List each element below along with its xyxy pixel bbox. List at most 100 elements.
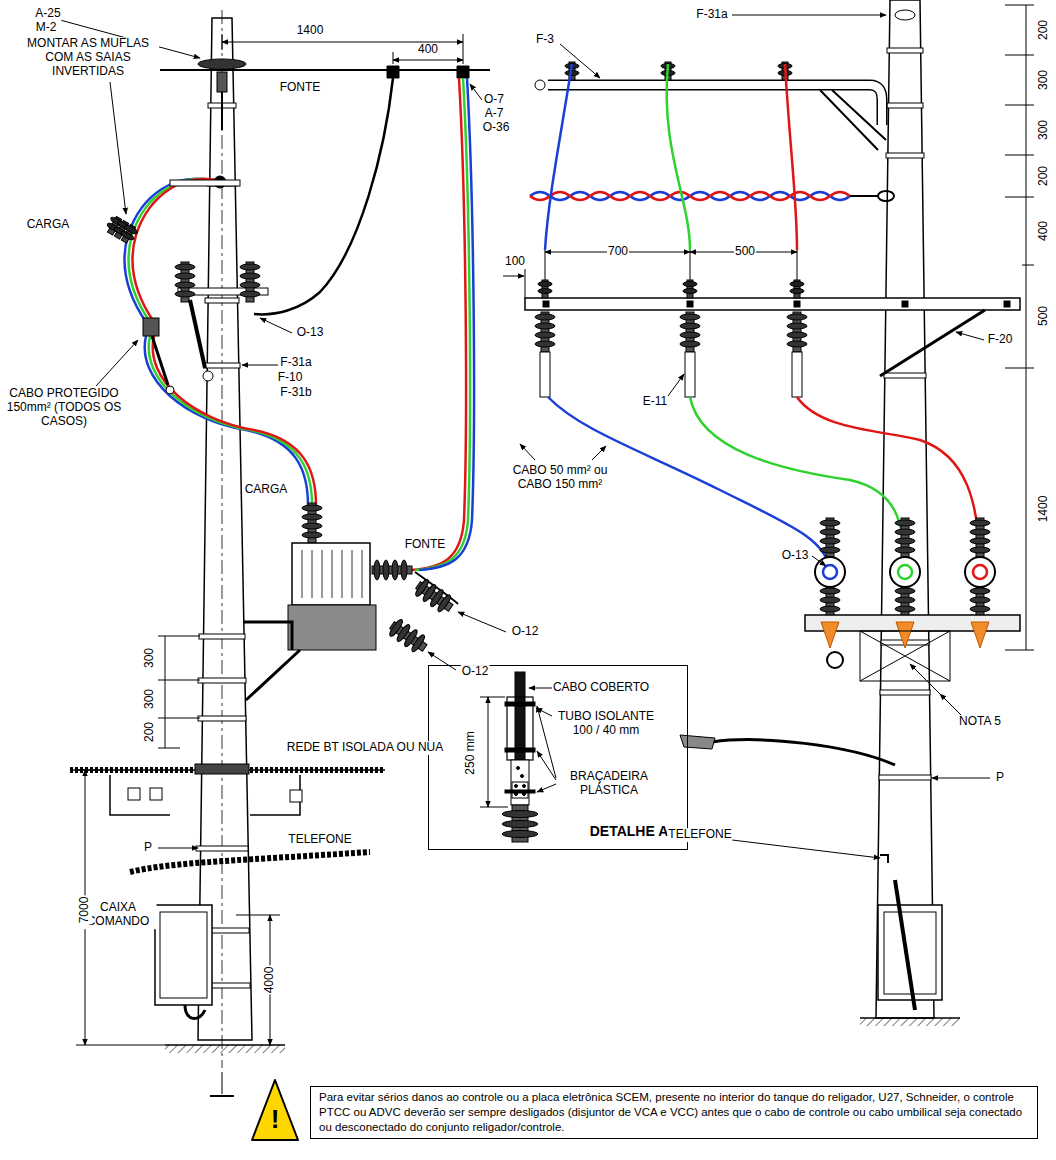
recloser-side: [292, 543, 370, 605]
dimension-text: 100: [504, 255, 526, 269]
warning-triangle: [252, 1080, 298, 1140]
low-voltage-network: [70, 764, 385, 815]
dimension-text: 700: [607, 245, 629, 259]
dimension-text: 400: [1037, 220, 1051, 242]
detail-drawing: [502, 831, 538, 838]
dimension-text: 400: [417, 43, 439, 57]
top-hardware: [221, 92, 223, 130]
main-crossarm: [880, 310, 985, 376]
phase-cable: [690, 397, 905, 572]
top-crossarm: [535, 44, 886, 150]
top-hardware: [198, 59, 246, 69]
telephone-cable: [158, 848, 198, 849]
note-text: REDE BT ISOLADA OU NUA: [286, 741, 445, 755]
pole-band: [204, 363, 240, 368]
fuse-cutout: [175, 262, 195, 302]
source-cable: [415, 78, 470, 570]
dimension-text: 300: [1037, 119, 1051, 141]
right-pole: [884, 373, 926, 378]
dimension-line: [158, 718, 200, 719]
control-box: [185, 1005, 205, 1018]
street-light: [880, 855, 888, 863]
muffle: [96, 340, 138, 386]
part-callout: O-12: [511, 625, 540, 639]
muffle: [104, 215, 139, 246]
recloser-side: [386, 617, 430, 656]
main-crossarm: [683, 280, 697, 298]
part-callout: P: [995, 771, 1005, 785]
load-cable: [132, 179, 224, 322]
main-crossarm: [668, 374, 684, 396]
twisted-cable: [878, 191, 894, 201]
callout-text: CABO COBERTO: [553, 681, 649, 695]
part-callout: F-10: [277, 371, 304, 385]
dimension-text: 300: [143, 688, 157, 710]
street-light: [680, 735, 715, 749]
warning-text: Para evitar sérios danos ao controle ou …: [319, 1090, 1029, 1135]
main-crossarm: [525, 250, 1020, 397]
recloser-side: [428, 652, 456, 670]
note-text: TELEFONE: [667, 828, 732, 842]
right-pole: [879, 775, 931, 780]
twisted-cable: [850, 195, 878, 197]
top-crossarm: [820, 90, 886, 150]
low-voltage-network: [290, 790, 302, 802]
recloser-side: [302, 550, 362, 598]
dimension-line: [525, 268, 526, 298]
phase-cable: [545, 64, 572, 250]
detail-drawing: [502, 811, 538, 818]
dimension-line: [222, 34, 463, 64]
note-text: CABO 50 mm² ou CABO 150 mm²: [504, 464, 616, 492]
phase-cable: [592, 446, 606, 460]
dimension-line: [1005, 197, 1034, 198]
dimension-line: [158, 636, 200, 748]
detail-drawing: [521, 775, 524, 778]
dimension-line: [1022, 265, 1034, 266]
muffle: [118, 223, 139, 246]
pole-band: [194, 103, 250, 988]
street-light: [712, 740, 895, 765]
dimension-line: [158, 748, 180, 749]
dimension-line: [1026, 5, 1027, 650]
muffle: [152, 336, 168, 385]
main-crossarm: [538, 280, 552, 298]
callout-text: BRAÇADEIRA PLÁSTICA: [559, 770, 659, 798]
recloser-front: [896, 622, 914, 648]
control-box: [895, 880, 915, 1010]
recloser-front: [973, 565, 987, 579]
warning-triangle: [252, 1080, 298, 1140]
main-crossarm: [540, 352, 550, 397]
recloser-front: [820, 518, 840, 558]
control-box: [878, 880, 942, 1010]
fuse-cutout: [240, 262, 260, 302]
main-crossarm: [690, 250, 691, 280]
detail-drawing: [515, 785, 518, 788]
right-pole: [876, 0, 934, 1018]
part-callout: A-7: [484, 107, 505, 121]
low-voltage-network: [128, 788, 140, 800]
part-callout: F-31b: [279, 386, 312, 400]
recloser-side: [412, 577, 456, 616]
detail-drawing: [537, 751, 556, 780]
twisted-cable: [530, 192, 850, 200]
note-text: MONTAR AS MUFLAS COM AS SAIAS INVERTIDAS: [17, 37, 159, 78]
recloser-front: [895, 518, 915, 558]
right-pole: [880, 690, 930, 695]
muffle: [96, 82, 240, 394]
dimension-line: [76, 770, 100, 771]
right-pole: [887, 48, 923, 53]
dimension-text: 500: [1037, 305, 1051, 327]
dimension-text: 200: [143, 721, 157, 743]
recloser-front: [812, 556, 826, 566]
control-box: [155, 905, 212, 1018]
detail-drawing: [505, 748, 535, 752]
top-crossarm: [535, 80, 545, 90]
part-callout: M-2: [35, 21, 58, 35]
phase-cable: [785, 64, 797, 250]
detail-drawing: [480, 672, 556, 842]
part-callout: O-7: [483, 93, 505, 107]
telephone-cable: [130, 852, 370, 872]
twisted-cable: [530, 191, 894, 201]
dimension-line: [1005, 368, 1034, 369]
